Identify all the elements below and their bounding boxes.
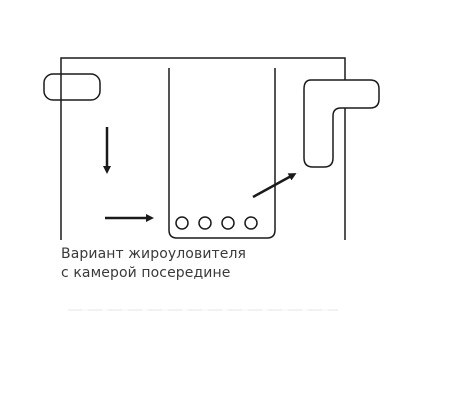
outlet-pipe — [303, 79, 380, 168]
tank-outline — [60, 57, 346, 240]
chamber-hole-4 — [244, 216, 258, 230]
caption-line-2: с камерой посередине — [61, 265, 231, 281]
flow-arrow-diagonal — [252, 173, 297, 199]
central-chamber — [168, 68, 276, 239]
faint-divider — [68, 309, 338, 311]
chamber-hole-2 — [198, 216, 212, 230]
inlet-pipe — [43, 73, 101, 101]
chamber-hole-1 — [175, 216, 189, 230]
diagram-caption: Вариант жироуловителя с камерой посереди… — [61, 245, 246, 283]
grease-trap-diagram — [43, 57, 380, 240]
caption-line-1: Вариант жироуловителя — [61, 246, 247, 262]
chamber-hole-3 — [221, 216, 235, 230]
